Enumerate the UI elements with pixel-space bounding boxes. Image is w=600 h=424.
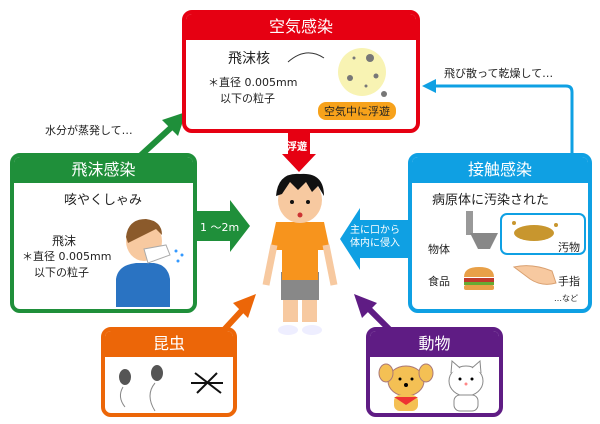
hamburger-icon	[464, 267, 494, 290]
float-arrow	[282, 130, 316, 172]
entry-label-2: 体内に侵入	[350, 238, 400, 249]
airborne-title: 空気感染	[186, 14, 416, 40]
hand-icon	[512, 265, 557, 285]
child-illustration	[262, 173, 338, 335]
contaminated-label: 病原体に汚染された	[432, 193, 550, 208]
droplet-title: 飛沫感染	[14, 157, 193, 183]
airborne-note-1: ＊直径 0.005mm	[208, 76, 298, 89]
object-label: 物体	[428, 243, 450, 256]
filth-frame	[500, 213, 586, 255]
food-label: 食品	[428, 275, 450, 288]
particles-icon	[287, 48, 387, 97]
sneezing-person-icon	[116, 219, 184, 307]
contact-title: 接触感染	[412, 157, 588, 183]
distance-label: 1 ～2m	[200, 221, 240, 234]
entry-label-1: 主に口から	[350, 225, 400, 236]
insects-icon	[119, 365, 223, 412]
droplet-infection-panel: 飛沫感染 咳やくしゃみ 飛沫 ＊直径 0.005mm 以下の粒子	[10, 153, 197, 313]
cat-icon	[448, 359, 484, 412]
distance-arrow	[196, 200, 250, 252]
droplet-label: 飛沫	[52, 234, 77, 248]
scatter-arrow	[422, 79, 574, 156]
toilet-icon	[466, 211, 498, 249]
insect-panel: 昆虫	[101, 327, 237, 417]
mouth-entry-arrow	[340, 208, 410, 270]
float-label: 浮遊	[287, 142, 307, 153]
animal-panel: 動物	[366, 327, 503, 417]
cough-sneeze-label: 咳やくしゃみ	[64, 193, 143, 208]
filth-label: 汚物	[558, 241, 580, 254]
evaporate-label: 水分が蒸発して…	[45, 124, 133, 137]
animal-title: 動物	[370, 331, 499, 357]
fingers-label: 手指	[558, 275, 580, 288]
contact-infection-panel: 接触感染 病原体に汚染された 物体 汚物 食品 手指 …など	[408, 153, 592, 313]
evaporate-arrow	[137, 112, 186, 159]
scatter-label: 飛び散って乾燥して…	[444, 67, 554, 80]
droplet-note-2: 以下の粒子	[34, 266, 89, 279]
droplet-note-1: ＊直径 0.005mm	[22, 250, 112, 263]
airborne-note-2: 以下の粒子	[220, 92, 275, 105]
filth-icon	[512, 221, 558, 241]
etc-label: …など	[554, 294, 578, 303]
airborne-infection-panel: 空気感染 飛沫核 ＊直径 0.005mm 以下の粒子 空気中に浮遊	[182, 10, 420, 133]
droplet-nuclei-label: 飛沫核	[228, 51, 270, 67]
float-badge: 空気中に浮遊	[318, 102, 396, 120]
dog-icon	[378, 363, 434, 411]
insect-title: 昆虫	[105, 331, 233, 357]
